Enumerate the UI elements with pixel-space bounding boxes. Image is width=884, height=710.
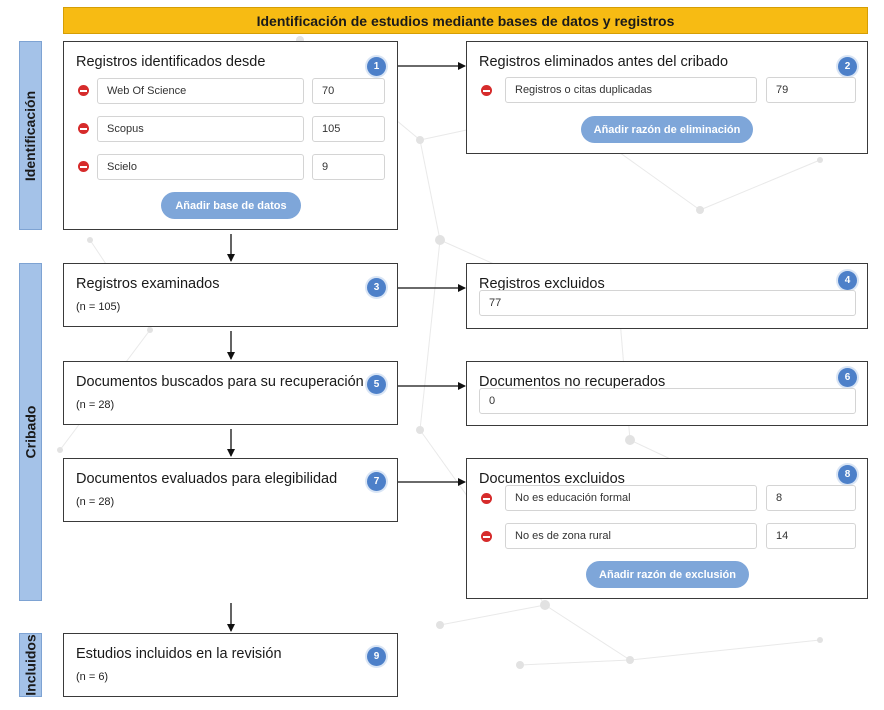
database-name-input[interactable]: Scopus	[97, 116, 304, 142]
header-identificacion: Identificación de estudios mediante base…	[63, 7, 868, 34]
box-documentos-evaluados: Documentos evaluados para elegibilidad (…	[63, 458, 398, 522]
box-registros-examinados: Registros examinados (n = 105) 3	[63, 263, 398, 327]
database-name-input[interactable]: Web Of Science	[97, 78, 304, 104]
box-8-title: Documentos excluidos	[479, 471, 625, 487]
box-estudios-incluidos: Estudios incluidos en la revisión (n = 6…	[63, 633, 398, 697]
box-registros-eliminados: Registros eliminados antes del cribado 2…	[466, 41, 868, 154]
exclusion-reason-input[interactable]: No es educación formal	[505, 485, 757, 511]
remove-icon[interactable]	[481, 85, 492, 96]
box-5-title: Documentos buscados para su recuperación	[76, 374, 364, 390]
remove-icon[interactable]	[78, 161, 89, 172]
badge-4: 4	[838, 271, 857, 290]
database-count-input[interactable]: 70	[312, 78, 385, 104]
box-9-title: Estudios incluidos en la revisión	[76, 646, 282, 662]
add-database-button[interactable]: Añadir base de datos	[161, 192, 301, 219]
phase-identificacion: Identificación	[19, 41, 42, 230]
box-3-count: (n = 105)	[76, 301, 121, 313]
box-documentos-buscados: Documentos buscados para su recuperación…	[63, 361, 398, 425]
removal-reason-input[interactable]: Registros o citas duplicadas	[505, 77, 757, 103]
phase-incluidos-label: Incluidos	[22, 634, 39, 696]
add-removal-reason-button[interactable]: Añadir razón de eliminación	[581, 116, 753, 143]
badge-1: 1	[367, 57, 386, 76]
excluded-records-input[interactable]: 77	[479, 290, 856, 316]
badge-8: 8	[838, 465, 857, 484]
not-retrieved-input[interactable]: 0	[479, 388, 856, 414]
box-7-title: Documentos evaluados para elegibilidad	[76, 471, 338, 487]
phase-incluidos: Incluidos	[19, 633, 42, 697]
box-registros-identificados: Registros identificados desde 1 Web Of S…	[63, 41, 398, 230]
badge-3: 3	[367, 278, 386, 297]
badge-9: 9	[367, 647, 386, 666]
remove-icon[interactable]	[481, 493, 492, 504]
box-2-title: Registros eliminados antes del cribado	[479, 54, 729, 70]
database-name-input[interactable]: Scielo	[97, 154, 304, 180]
exclusion-reason-input[interactable]: No es de zona rural	[505, 523, 757, 549]
remove-icon[interactable]	[78, 85, 89, 96]
exclusion-count-input[interactable]: 8	[766, 485, 856, 511]
phase-cribado-label: Cribado	[22, 405, 39, 459]
removal-count-input[interactable]: 79	[766, 77, 856, 103]
box-4-title: Registros excluidos	[479, 276, 605, 292]
badge-5: 5	[367, 375, 386, 394]
remove-icon[interactable]	[78, 123, 89, 134]
badge-2: 2	[838, 57, 857, 76]
box-9-count: (n = 6)	[76, 671, 109, 683]
box-documentos-no-recuperados: Documentos no recuperados 6 0	[466, 361, 868, 426]
remove-icon[interactable]	[481, 531, 492, 542]
box-7-count: (n = 28)	[76, 496, 115, 508]
box-registros-excluidos: Registros excluidos 4 77	[466, 263, 868, 329]
box-1-title: Registros identificados desde	[76, 54, 266, 70]
badge-7: 7	[367, 472, 386, 491]
box-6-title: Documentos no recuperados	[479, 374, 666, 390]
add-exclusion-reason-button[interactable]: Añadir razón de exclusión	[586, 561, 749, 588]
box-3-title: Registros examinados	[76, 276, 220, 292]
header-title: Identificación de estudios mediante base…	[256, 12, 675, 29]
exclusion-count-input[interactable]: 14	[766, 523, 856, 549]
database-count-input[interactable]: 105	[312, 116, 385, 142]
database-count-input[interactable]: 9	[312, 154, 385, 180]
badge-6: 6	[838, 368, 857, 387]
box-documentos-excluidos: Documentos excluidos 8 No es educación f…	[466, 458, 868, 599]
phase-identificacion-label: Identificación	[22, 90, 39, 181]
phase-cribado: Cribado	[19, 263, 42, 601]
box-5-count: (n = 28)	[76, 399, 115, 411]
